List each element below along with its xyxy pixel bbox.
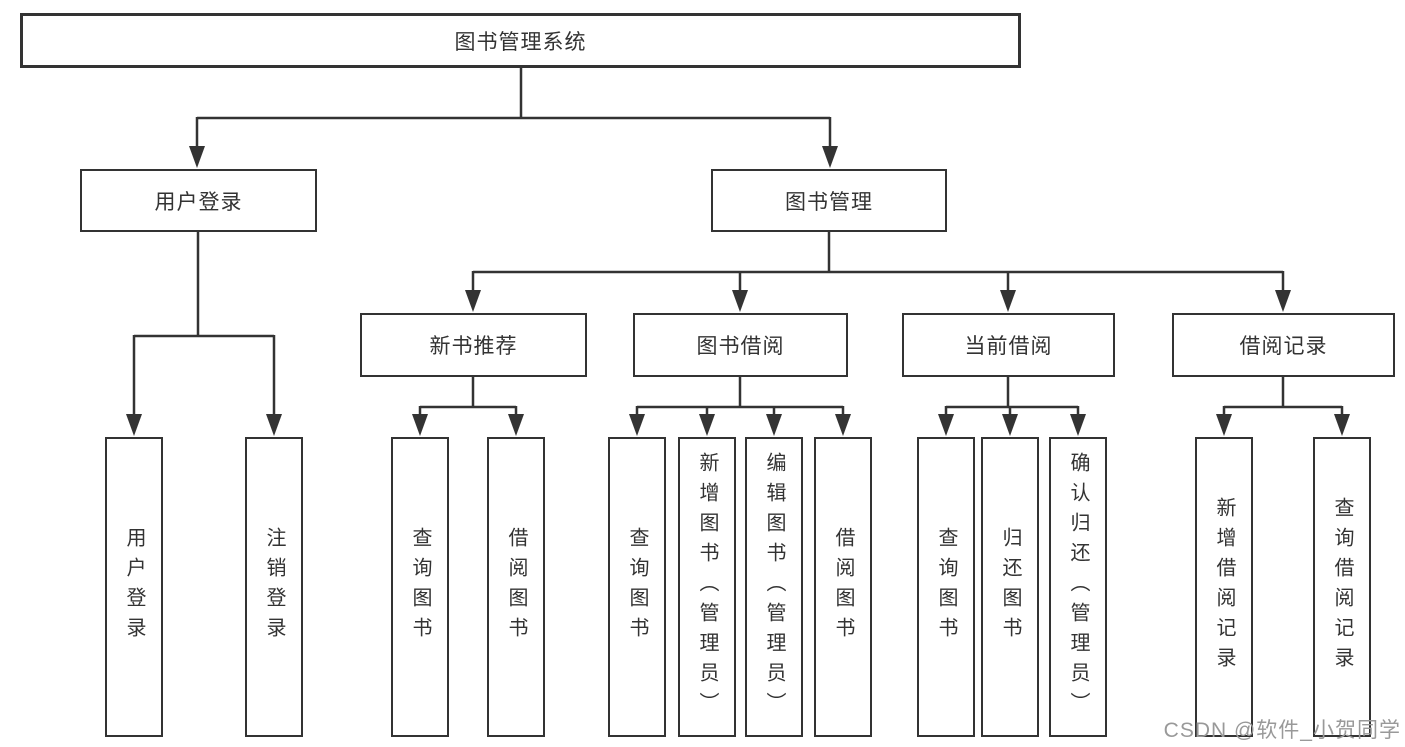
leaf-logout: 注销登录 bbox=[245, 437, 303, 737]
connector-currentborrow-to-leaves bbox=[938, 376, 1086, 436]
connector-userlogin-to-leaves bbox=[126, 231, 282, 436]
leaf-user-login: 用户登录 bbox=[105, 437, 163, 737]
leaf-nb-borrow-books: 借阅图书 bbox=[487, 437, 545, 737]
leaf-br-add-record-label: 新增借阅记录 bbox=[1213, 497, 1235, 677]
leaf-bb-borrow-books-label: 借阅图书 bbox=[832, 527, 854, 647]
connector-root-to-level2 bbox=[189, 67, 838, 168]
leaf-cb-confirm-return-admin: 确认归还（管理员） bbox=[1049, 437, 1107, 737]
leaf-bb-edit-books-admin: 编辑图书（管理员） bbox=[745, 437, 803, 737]
leaf-bb-borrow-books: 借阅图书 bbox=[814, 437, 872, 737]
node-current-borrow: 当前借阅 bbox=[902, 313, 1115, 377]
connector-newbook-to-leaves bbox=[412, 376, 524, 436]
node-current-borrow-label: 当前借阅 bbox=[964, 335, 1053, 358]
leaf-br-query-record: 查询借阅记录 bbox=[1313, 437, 1371, 737]
node-book-borrow: 图书借阅 bbox=[633, 313, 848, 377]
leaf-br-query-record-label: 查询借阅记录 bbox=[1331, 497, 1353, 677]
connector-bookmgmt-to-level3 bbox=[465, 231, 1291, 312]
node-book-management: 图书管理 bbox=[711, 169, 947, 232]
leaf-logout-label: 注销登录 bbox=[263, 527, 285, 647]
leaf-bb-query-books: 查询图书 bbox=[608, 437, 666, 737]
node-new-book-recommend: 新书推荐 bbox=[360, 313, 587, 377]
leaf-user-login-label: 用户登录 bbox=[123, 527, 145, 647]
connector-bookborrow-to-leaves bbox=[629, 376, 851, 436]
leaf-cb-return-books: 归还图书 bbox=[981, 437, 1039, 737]
node-system-root-label: 图书管理系统 bbox=[454, 30, 587, 54]
leaf-cb-query-books: 查询图书 bbox=[917, 437, 975, 737]
leaf-nb-query-books: 查询图书 bbox=[391, 437, 449, 737]
connector-records-to-leaves bbox=[1216, 376, 1350, 436]
leaf-nb-borrow-books-label: 借阅图书 bbox=[505, 527, 527, 647]
node-borrow-records-label: 借阅记录 bbox=[1239, 335, 1328, 358]
leaf-cb-confirm-return-admin-label: 确认归还（管理员） bbox=[1067, 452, 1089, 722]
node-book-management-label: 图书管理 bbox=[785, 190, 873, 214]
node-user-login-label: 用户登录 bbox=[154, 190, 243, 214]
leaf-br-add-record: 新增借阅记录 bbox=[1195, 437, 1253, 737]
node-new-book-recommend-label: 新书推荐 bbox=[429, 335, 518, 358]
node-book-borrow-label: 图书借阅 bbox=[696, 335, 785, 358]
leaf-bb-add-books-admin-label: 新增图书（管理员） bbox=[696, 452, 718, 722]
node-borrow-records: 借阅记录 bbox=[1172, 313, 1395, 377]
leaf-bb-edit-books-admin-label: 编辑图书（管理员） bbox=[763, 452, 785, 722]
node-user-login: 用户登录 bbox=[80, 169, 317, 232]
node-system-root: 图书管理系统 bbox=[20, 13, 1021, 68]
leaf-bb-add-books-admin: 新增图书（管理员） bbox=[678, 437, 736, 737]
leaf-bb-query-books-label: 查询图书 bbox=[626, 527, 648, 647]
leaf-cb-return-books-label: 归还图书 bbox=[999, 527, 1021, 647]
leaf-cb-query-books-label: 查询图书 bbox=[935, 527, 957, 647]
leaf-nb-query-books-label: 查询图书 bbox=[409, 527, 431, 647]
